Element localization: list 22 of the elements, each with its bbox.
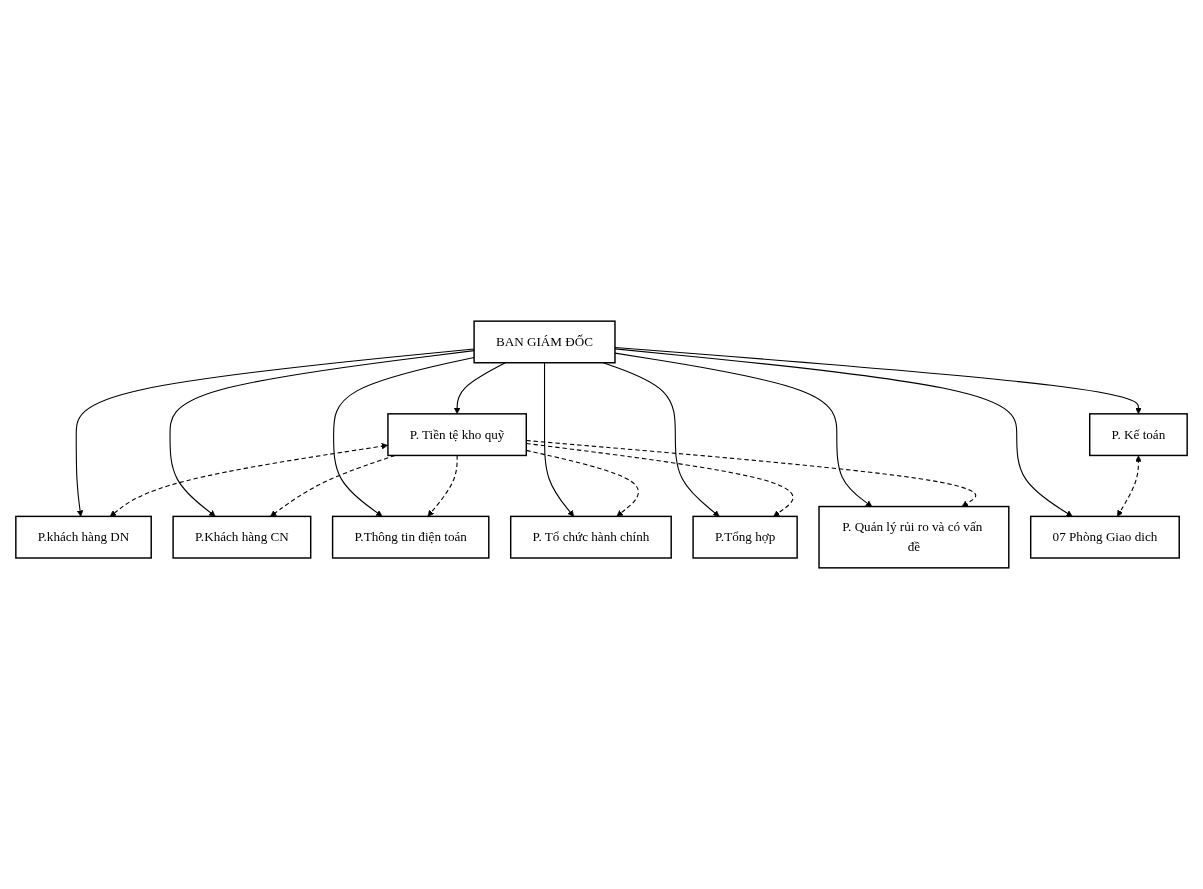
connector-arrow [427,454,458,517]
connector-arrow [75,348,475,517]
department-box: P.Khách hàng CN [172,515,312,559]
department-box: P. Tổ chức hành chính [509,515,672,559]
connector-arrow [544,362,575,517]
connector-arrow [602,362,720,517]
department-box: BAN GIÁM ĐỐC [473,320,616,364]
connector-arrow [333,356,475,517]
connector-arrow [1117,455,1142,517]
department-box: 07 Phòng Giao dich [1029,515,1180,559]
connector-arrow [169,350,475,517]
department-box: P.khách hàng DN [15,515,152,559]
connector-arrow [109,443,388,517]
connector-arrow [614,348,1073,517]
department-box: P.Tổng hợp [692,515,798,559]
connector-arrow [614,346,1142,415]
department-box: P.Thông tin điện toán [331,515,490,559]
department-box: P. Kế toán [1089,413,1188,457]
connector-arrow [614,352,873,507]
department-box: P. Quản lý rủi ro và có vấn đề [818,505,1010,569]
connector-arrow [453,362,506,415]
department-box: P. Tiền tệ kho quỹ [387,413,527,457]
